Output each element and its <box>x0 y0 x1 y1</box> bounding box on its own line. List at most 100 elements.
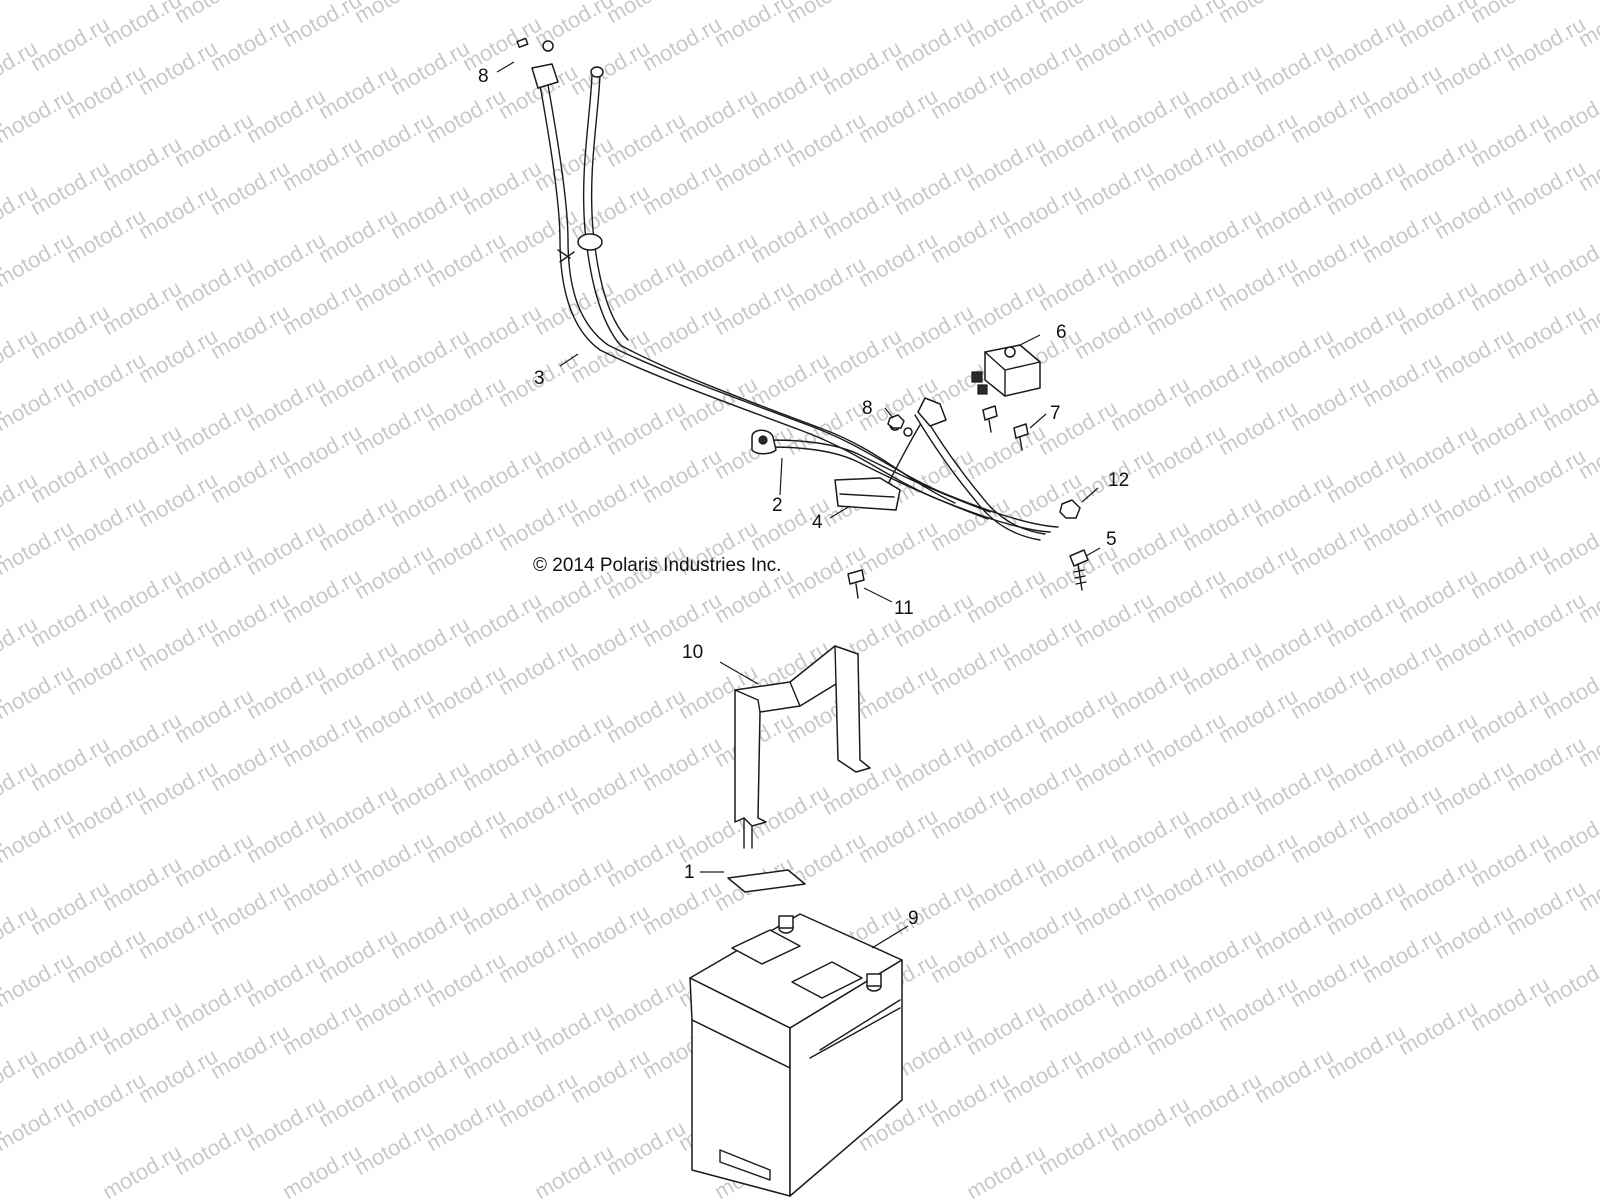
watermark-text: motod.ru <box>638 11 726 76</box>
watermark-text: motod.ru <box>206 155 294 220</box>
watermark-text: motod.ru <box>0 83 78 148</box>
watermark-text: motod.ru <box>674 227 762 292</box>
watermark-text: motod.ru <box>494 491 582 556</box>
watermark-text: motod.ru <box>1502 875 1590 940</box>
watermark-text: motod.ru <box>1214 971 1302 1036</box>
watermark-text: motod.ru <box>1106 947 1194 1012</box>
watermark-text: motod.ru <box>422 227 510 292</box>
watermark-text: motod.ru <box>1178 923 1266 988</box>
watermark-text: motod.ru <box>638 443 726 508</box>
watermark-text: motod.ru <box>530 851 618 916</box>
callout-7: 7 <box>1050 403 1061 424</box>
watermark-text: motod.ru <box>1142 707 1230 772</box>
callout-5: 5 <box>1106 529 1117 550</box>
watermark-text: motod.ru <box>1430 467 1518 532</box>
watermark-text: motod.ru <box>1502 299 1590 364</box>
watermark-text: motod.ru <box>1250 755 1338 820</box>
harness-end-connector <box>516 37 604 89</box>
watermark-text: motod.ru <box>1070 875 1158 940</box>
watermark-text: motod.ru <box>1394 563 1482 628</box>
watermark-text: motod.ru <box>602 827 690 892</box>
watermark-text: motod.ru <box>1322 11 1410 76</box>
watermark-text: motod.ru <box>1214 539 1302 604</box>
watermark-text: motod.ru <box>1142 131 1230 196</box>
watermark-text: motod.ru <box>854 0 942 4</box>
watermark-text: motod.ru <box>350 395 438 460</box>
watermark-text: motod.ru <box>818 323 906 388</box>
watermark-text: motod.ru <box>782 107 870 172</box>
watermark-text: motod.ru <box>278 275 366 340</box>
watermark-text: motod.ru <box>1286 227 1374 292</box>
watermark-text: motod.ru <box>1250 1043 1338 1108</box>
watermark-text: motod.ru <box>926 923 1014 988</box>
watermark-text: motod.ru <box>422 803 510 868</box>
watermark-text: motod.ru <box>1214 827 1302 892</box>
watermark-text: motod.ru <box>1250 35 1338 100</box>
watermark-text: motod.ru <box>890 299 978 364</box>
watermark-text: motod.ru <box>1178 779 1266 844</box>
watermark-text: motod.ru <box>1250 611 1338 676</box>
watermark-text: motod.ru <box>134 179 222 244</box>
watermark-text: motod.ru <box>1538 659 1600 724</box>
watermark-text: motod.ru <box>530 131 618 196</box>
screw-part-7 <box>982 405 1029 451</box>
watermark-text: motod.ru <box>26 443 114 508</box>
watermark-text: motod.ru <box>1322 875 1410 940</box>
watermark-text: motod.ru <box>62 347 150 412</box>
watermark-text: motod.ru <box>566 899 654 964</box>
watermark-text: motod.ru <box>530 275 618 340</box>
watermark-text: motod.ru <box>242 659 330 724</box>
watermark-text: motod.ru <box>134 467 222 532</box>
watermark-text: motod.ru <box>1286 371 1374 436</box>
watermark-text: motod.ru <box>242 0 330 4</box>
watermark-text: motod.ru <box>98 131 186 196</box>
watermark-text: motod.ru <box>1178 203 1266 268</box>
battery-terminal-clamp <box>751 429 777 455</box>
watermark-text: motod.ru <box>0 803 78 868</box>
watermark-text: motod.ru <box>1322 731 1410 796</box>
watermark-text: motod.ru <box>98 275 186 340</box>
watermark-text: motod.ru <box>1358 59 1446 124</box>
leader-lines <box>496 61 1101 949</box>
watermark-text: motod.ru <box>890 875 978 940</box>
watermark-text: motod.ru <box>1394 131 1482 196</box>
watermark-text: motod.ru <box>1106 227 1194 292</box>
watermark-text: motod.ru <box>1106 83 1194 148</box>
watermark-text: motod.ru <box>314 203 402 268</box>
watermark-text: motod.ru <box>1538 947 1600 1012</box>
watermark-text: motod.ru <box>1538 371 1600 436</box>
watermark-text: motod.ru <box>818 35 906 100</box>
watermark-text: motod.ru <box>0 227 78 292</box>
watermark-text: motod.ru <box>26 587 114 652</box>
callout-labels: 8 3 2 4 6 7 8 12 5 11 10 1 9 <box>478 66 1129 929</box>
watermark-text: motod.ru <box>26 875 114 940</box>
watermark-text: motod.ru <box>890 11 978 76</box>
watermark-text: motod.ru <box>26 1019 114 1084</box>
watermark-text: motod.ru <box>278 419 366 484</box>
watermark-text: motod.ru <box>638 731 726 796</box>
watermark-text: motod.ru <box>422 371 510 436</box>
watermark-text: motod.ru <box>1322 155 1410 220</box>
watermark-text: motod.ru <box>170 107 258 172</box>
watermark-text: motod.ru <box>62 635 150 700</box>
watermark-text: motod.ru <box>1106 0 1194 4</box>
watermark-text: motod.ru <box>206 731 294 796</box>
watermark-text: motod.ru <box>0 1091 78 1156</box>
watermark-text: motod.ru <box>1466 395 1554 460</box>
watermark-text: motod.ru <box>962 995 1050 1060</box>
watermark-text: motod.ru <box>1178 635 1266 700</box>
watermark-text: motod.ru <box>206 1019 294 1084</box>
watermark-text: motod.ru <box>0 947 78 1012</box>
watermark-text: motod.ru <box>278 131 366 196</box>
watermark-text: motod.ru <box>1322 587 1410 652</box>
watermark-text: motod.ru <box>134 1043 222 1108</box>
watermark-text: motod.ru <box>1034 827 1122 892</box>
watermark-text: motod.ru <box>890 731 978 796</box>
watermark-text: motod.ru <box>62 1067 150 1132</box>
nut-part-8-mid <box>887 414 905 429</box>
watermark-text: motod.ru <box>350 0 438 28</box>
watermark-text: motod.ru <box>1358 635 1446 700</box>
terminal-boot <box>834 477 901 511</box>
watermark-text: motod.ru <box>1214 251 1302 316</box>
